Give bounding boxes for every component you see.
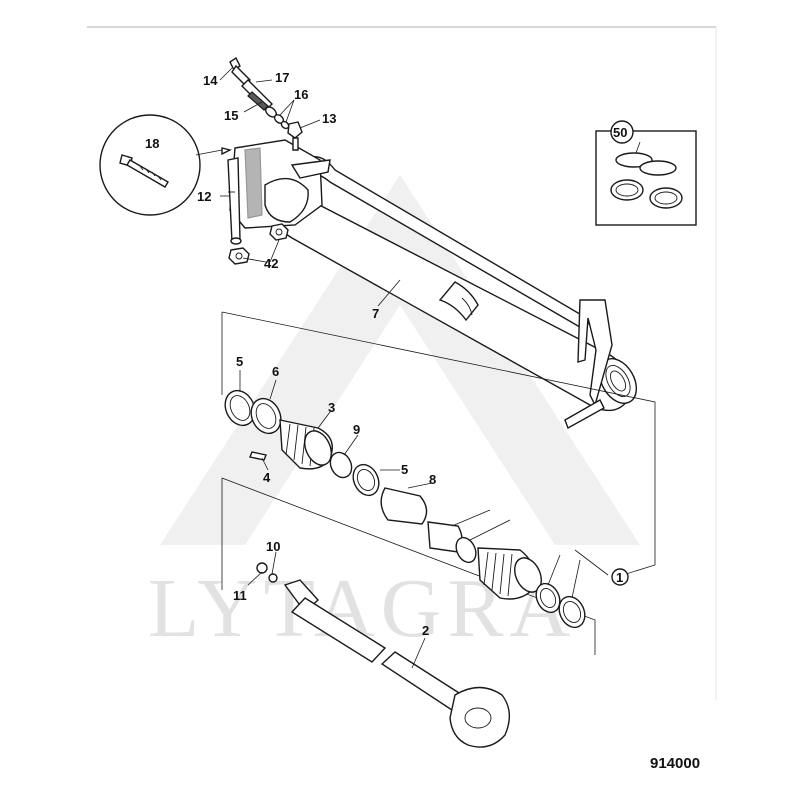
callout-9: 9 [353,422,360,437]
callout-50-circle [610,120,634,144]
nuts [228,223,289,265]
callout-42: 42 [264,256,278,271]
head-block [227,139,331,245]
explosion-frame [221,311,656,655]
bolt-detail-callout [99,114,233,216]
watermark-triangle [160,175,640,545]
callout-7: 7 [372,306,379,321]
callout-4: 4 [263,470,271,485]
seal-kit-box [595,130,697,226]
leader-lines [219,67,641,669]
callout-1: 1 [616,570,623,585]
callout-2: 2 [422,623,429,638]
callout-50: 50 [613,125,627,140]
callout-12: 12 [197,189,211,204]
diagram-reference-number: 914000 [650,755,700,772]
callout-14: 14 [203,73,218,88]
callout-8: 8 [429,472,436,487]
callout-16: 16 [294,87,308,102]
callout-5-lower: 5 [401,462,408,477]
piston-assembly [224,389,586,629]
callout-11: 11 [233,588,247,603]
callout-3: 3 [328,400,335,415]
callout-1-circle [611,568,629,586]
callout-13: 13 [322,111,336,126]
cylinder-barrel [277,156,638,430]
valve-stack [229,56,303,151]
callout-6: 6 [272,364,279,379]
callout-17: 17 [275,70,289,85]
callout-18: 18 [145,136,159,151]
callout-15: 15 [224,108,238,123]
callout-labels: 14 17 16 15 13 18 12 42 7 5 6 3 9 5 8 4 … [145,70,634,638]
callout-5-upper: 5 [236,354,243,369]
callout-10: 10 [266,539,280,554]
piston-rod [256,562,510,748]
